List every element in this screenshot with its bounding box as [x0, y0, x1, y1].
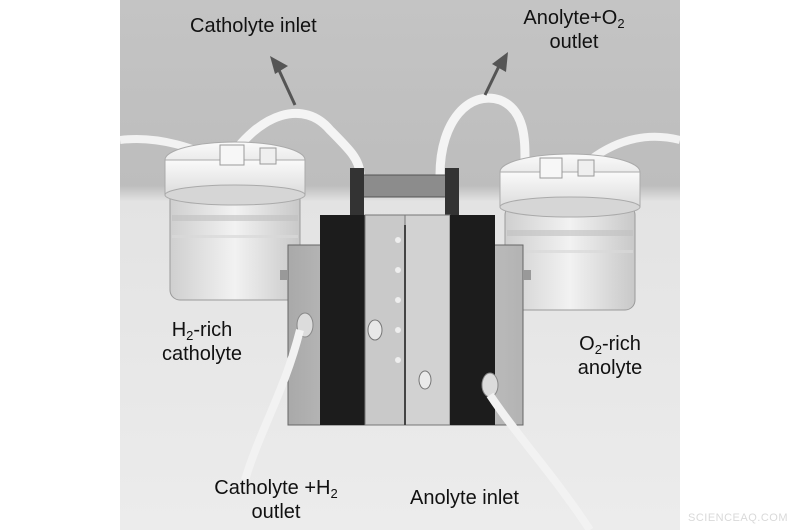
catholyte-inlet-arrow: [270, 56, 297, 106]
electrolyzer-cell: [280, 214, 531, 426]
catholyte-inlet-tube: [221, 108, 365, 176]
catholyte-h2-outlet-line2: outlet: [251, 501, 301, 523]
catholyte-h2-outlet-line1: Catholyte +H2: [214, 477, 338, 501]
h2-rich-line2: catholyte: [161, 343, 243, 365]
electrolyzer-photo: [120, 0, 680, 530]
o2-rich-line2: anolyte: [577, 357, 643, 379]
catholyte-inlet-text: Catholyte inlet: [190, 15, 317, 37]
anolyte-inlet-text: Anolyte inlet: [410, 487, 519, 509]
anolyte-outlet-tube: [435, 93, 530, 176]
anolyte-inlet-label: Anolyte inlet: [410, 486, 519, 510]
anolyte-o2-outlet-line2: outlet: [549, 31, 599, 53]
anolyte-o2-outlet-label: Anolyte+O2 outlet: [502, 6, 646, 54]
catholyte-outlet-tube: [241, 329, 304, 482]
o2-rich-anolyte-label: O2-rich anolyte: [548, 332, 672, 380]
o2-rich-line1: O2-rich: [579, 333, 641, 357]
catholyte-inlet-label: Catholyte inlet: [190, 14, 317, 38]
catholyte-h2-outlet-label: Catholyte +H2 outlet: [188, 476, 364, 524]
right-reservoir-jar: [499, 153, 641, 311]
h2-rich-line1: H2-rich: [171, 319, 233, 343]
anolyte-inlet-tube: [486, 392, 594, 530]
watermark: SCIENCEAQ.COM: [687, 512, 788, 524]
top-rod: [354, 174, 456, 198]
left-reservoir-jar: [164, 141, 306, 301]
photo-illustration: [120, 0, 680, 530]
anolyte-outlet-arrow: [483, 52, 508, 96]
anolyte-o2-outlet-line1: Anolyte+O2: [523, 7, 625, 31]
h2-rich-catholyte-label: H2-rich catholyte: [140, 318, 264, 366]
